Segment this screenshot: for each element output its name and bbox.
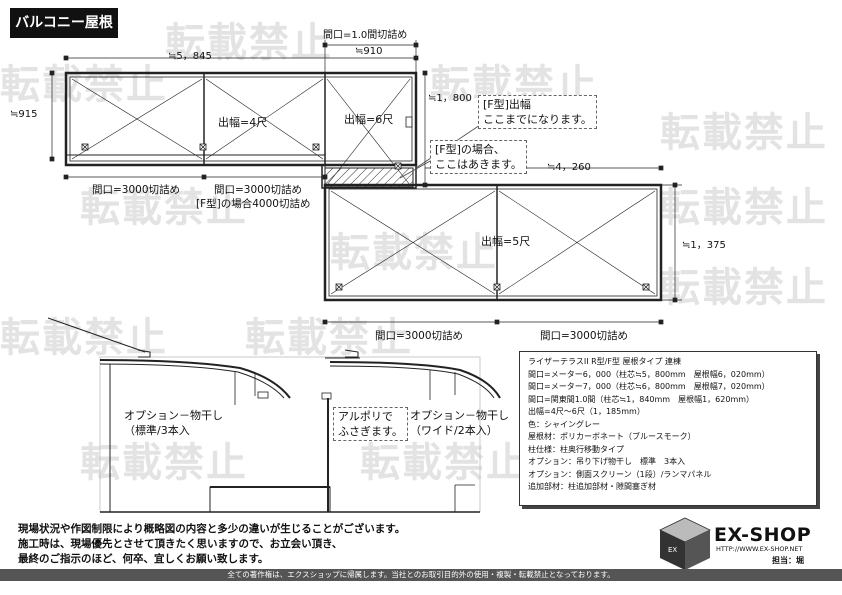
callout-line: ここまでになります。 (483, 113, 592, 126)
watermark-text: 転載禁止 (660, 185, 828, 231)
logo-name: EX-SHOP (714, 524, 812, 546)
lower-roof (323, 183, 663, 302)
svg-text:EX: EX (668, 546, 677, 554)
callout-option-wide: オプション－物干し （ワイド/2本入） (406, 407, 513, 439)
callout-line: ここはあきます。 (435, 158, 522, 171)
dim-height-1375: ≒1，375 (682, 240, 726, 251)
dim-width-4260: ≒4，260 (547, 162, 591, 173)
dim-height-1800: ≒1，800 (428, 93, 472, 104)
watermark-text: 転載禁止 (0, 315, 168, 361)
callout-line: オプション－物干し (410, 409, 509, 422)
callout-aluminum: アルポリで ふさぎます。 (333, 407, 408, 441)
callout-line: オプション－物干し (124, 409, 223, 422)
spec-line: 屋根材：ポリカーボネート（ブルースモーク） (528, 432, 696, 441)
note-line: 現場状況や作図制限により概略図の内容と多少の違いが生じることがございます。 (18, 523, 406, 535)
spec-line: オプション：側面スクリーン（1段）/ランマパネル (528, 469, 712, 479)
spec-line: 間口=メーター7，000（柱芯≒6，800mm 屋根幅7，020mm） (528, 382, 770, 391)
author-label: 担当：堀 (772, 556, 804, 565)
spec-line: 間口=メーター6，000（柱芯≒5，800mm 屋根幅6，020mm） (528, 369, 770, 379)
label-depth-6: 出幅=6尺 (344, 113, 394, 126)
label-opening-c: 間口=3000切詰め (375, 330, 464, 342)
label-depth-5: 出幅=5尺 (481, 235, 531, 248)
watermark-text: 転載禁止 (245, 315, 413, 361)
dimension-lines (49, 40, 682, 325)
dim-top-width: ≒5，845 (168, 51, 212, 62)
callout-line: ふさぎます。 (338, 425, 403, 438)
label-opening-b: 間口=3000切詰め (214, 184, 303, 196)
callout-option-std: オプション－物干し （標準/3本入 (120, 407, 227, 439)
label-opening-d: 間口=3000切詰め (540, 330, 629, 342)
dim-opening-1m: 間口=1.0間切詰め (323, 30, 408, 41)
spec-line: 色：シャイングレー (528, 419, 600, 429)
watermark-text: 転載禁止 (0, 62, 168, 108)
post-markers (81, 143, 650, 291)
watermark-text: 転載禁止 (80, 440, 248, 486)
callout-line: （ワイド/2本入） (410, 424, 498, 437)
label-opening-b-note: [F型]の場合4000切詰め (196, 198, 311, 210)
logo-url: HTTP://WWW.EX-SHOP.NET (716, 545, 803, 553)
spec-line: 間口=関東間1.0間（柱芯≒1，840mm 屋根幅1，620mm） (528, 394, 755, 404)
building-wall (66, 154, 417, 189)
callout-f-type-open: [F型]の場合、 ここはあきます。 (430, 140, 527, 174)
copyright-footer: 全ての著作権は、エクスショップに帰属します。当社とのお取引目的外の使用・複製・転… (0, 569, 842, 581)
watermark-text: 転載禁止 (660, 110, 828, 156)
logo-cube-icon: EX (659, 517, 711, 570)
callout-line: [F型]出幅 (483, 98, 531, 111)
spec-line: 追加部材：柱追加部材・隙間塞ぎ材 (528, 482, 656, 491)
label-opening-a: 間口=3000切詰め (92, 184, 181, 196)
watermark-text: 転載禁止 (80, 185, 248, 231)
dim-height-915: ≒915 (10, 109, 38, 120)
spec-line: 出幅=4尺～6尺（1，185mm） (528, 407, 645, 416)
note-line: 施工時は、現場優先とさせて頂きたく思いますので、お立会い頂き、 (18, 538, 343, 550)
watermark-text: 転載禁止 (360, 440, 528, 486)
spec-line: 柱仕様：柱奥行移動タイプ (528, 444, 624, 454)
notes: 現場状況や作図制限により概略図の内容と多少の違いが生じることがございます。 施工… (18, 522, 405, 567)
spec-line: オプション：吊り下げ物干し 標準 3本入 (528, 457, 686, 466)
callout-line: [F型]の場合、 (435, 143, 505, 156)
note-line: 最終のご指示のほど、何卒、宜しくお願い致します。 (18, 553, 269, 565)
callout-line: （標準/3本入 (124, 424, 190, 437)
callout-line: アルポリで (338, 410, 393, 423)
spec-box: ライザーテラスII R型/F型 屋根タイプ 連棟 間口=メーター6，000（柱芯… (519, 351, 817, 506)
watermark-text: 転載禁止 (660, 265, 828, 311)
callout-f-type-depth: [F型]出幅 ここまでになります。 (478, 95, 597, 129)
spec-line: ライザーテラスII R型/F型 屋根タイプ 連棟 (528, 357, 682, 366)
watermark-text: 転載禁止 (330, 230, 498, 276)
dim-width-910: ≒910 (355, 46, 383, 57)
page-title: バルコニー屋根 (10, 8, 118, 38)
label-depth-4: 出幅=4尺 (218, 116, 268, 129)
elevation-views (47, 317, 501, 513)
